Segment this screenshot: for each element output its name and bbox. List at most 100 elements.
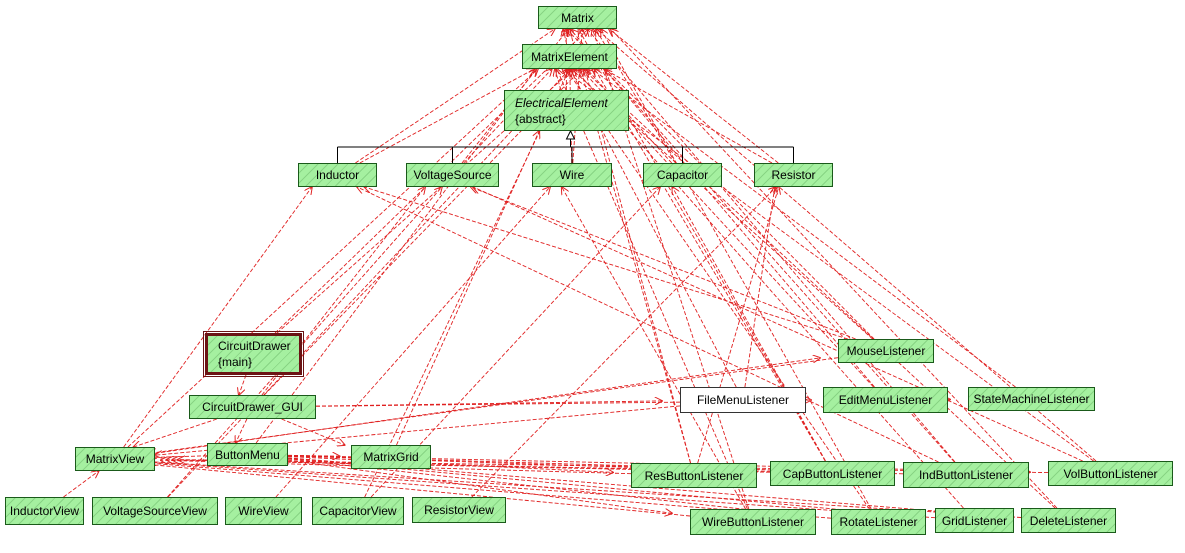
dependency-arrow-capacitor-view-to-matrix-element	[364, 69, 570, 498]
ind-button-listener-class-box[interactable]: IndButtonListener	[903, 462, 1029, 488]
dependency-arrow-delete-listener-to-matrix-element	[583, 69, 1056, 509]
dependency-arrow-edit-menu-listener-to-matrix-element	[581, 69, 874, 388]
cap-button-listener-class-box[interactable]: CapButtonListener	[770, 461, 895, 486]
dependency-arrow-resistor-view-to-resistor	[471, 187, 776, 498]
state-machine-listener-class-name: StateMachineListener	[973, 392, 1090, 406]
dependency-arrow-wire-button-listener-to-matrix-view	[132, 463, 691, 517]
dependency-arrow-button-menu-to-delete-listener	[287, 457, 1003, 517]
dependency-arrow-circuit-drawer-to-circuit-drawer-gui	[239, 374, 247, 395]
dependency-arrow-inductor-view-to-matrix-view	[63, 471, 99, 498]
dependency-arrow-button-menu-to-matrix-element	[255, 69, 536, 444]
wire-class-box[interactable]: Wire	[532, 163, 612, 187]
dependency-arrow-grid-listener-to-matrix-element	[575, 69, 964, 509]
dependency-arrow-vol-button-listener-to-matrix-view	[178, 460, 1049, 474]
state-machine-listener-class-box[interactable]: StateMachineListener	[968, 387, 1095, 411]
dependency-arrow-cap-button-listener-to-capacitor	[672, 187, 826, 462]
inheritance-tree	[337, 129, 794, 163]
vol-button-listener-class-box[interactable]: VolButtonListener	[1048, 461, 1173, 486]
button-menu-class-name: ButtonMenu	[215, 447, 280, 462]
circuit-drawer-stereotype: {main}	[218, 355, 253, 369]
dependency-arrow-grid-listener-to-matrix-view	[144, 462, 936, 519]
resistor-view-class-box[interactable]: ResistorView	[412, 497, 506, 523]
dependency-arrow-ind-button-listener-to-inductor	[357, 187, 939, 463]
dependency-arrow-mouse-listener-to-matrix-view	[149, 357, 839, 454]
dependency-arrow-wire-view-to-wire	[275, 187, 550, 498]
cap-button-listener-class-name: CapButtonListener	[782, 466, 883, 481]
dependency-arrow-matrix-view-to-inductor	[123, 187, 312, 448]
dependency-arrow-circuit-drawer-gui-to-button-menu	[236, 418, 248, 443]
dependency-arrow-voltage-source-view-to-matrix-element	[167, 69, 570, 498]
dependency-arrow-circuit-drawer-gui-to-matrix-grid	[281, 418, 345, 445]
electrical-element-class-box[interactable]: ElectricalElement {abstract}	[504, 90, 629, 131]
dependency-arrow-wire-button-listener-to-matrix-element	[557, 69, 748, 510]
ind-button-listener-class-name: IndButtonListener	[918, 468, 1014, 482]
circuit-drawer-class-box[interactable]: CircuitDrawer {main}	[203, 331, 304, 377]
voltage-source-class-box[interactable]: VoltageSource	[406, 163, 499, 187]
matrix-class-box[interactable]: Matrix	[538, 6, 617, 29]
matrix-grid-class-box[interactable]: MatrixGrid	[351, 445, 431, 469]
grid-listener-class-box[interactable]: GridListener	[935, 508, 1014, 533]
inductor-class-name: Inductor	[315, 168, 360, 182]
voltage-source-view-class-box[interactable]: VoltageSourceView	[92, 497, 218, 525]
mouse-listener-class-box[interactable]: MouseListener	[838, 339, 934, 363]
dependency-arrow-button-menu-to-wire-button-listener	[287, 459, 672, 513]
dependency-arrow-file-menu-listener-to-resistor	[744, 187, 775, 388]
matrix-element-class-box[interactable]: MatrixElement	[522, 44, 617, 69]
dependency-arrow-ind-button-listener-to-matrix	[587, 29, 956, 463]
capacitor-class-name: Capacitor	[656, 168, 709, 182]
voltage-source-class-name: VoltageSource	[413, 168, 492, 182]
resistor-class-name: Resistor	[771, 168, 816, 182]
wire-class-name: Wire	[559, 168, 585, 182]
wire-button-listener-class-name: WireButtonListener	[701, 515, 805, 529]
dependency-arrow-wire-button-listener-to-wire	[562, 187, 746, 510]
wire-button-listener-class-box[interactable]: WireButtonListener	[690, 509, 816, 535]
dependency-arrow-resistor-to-matrix	[609, 29, 779, 164]
matrix-view-class-name: MatrixView	[85, 452, 145, 466]
resistor-class-box[interactable]: Resistor	[754, 163, 833, 187]
edit-menu-listener-class-name: EditMenuListener	[838, 393, 933, 407]
circuit-drawer-gui-class-box[interactable]: CircuitDrawer_GUI	[189, 395, 316, 419]
dependency-arrow-delete-listener-to-matrix	[611, 29, 1058, 509]
matrix-class-name: Matrix	[561, 10, 594, 25]
capacitor-view-class-box[interactable]: CapacitorView	[312, 497, 404, 525]
dependency-arrow-capacitor-view-to-capacitor	[370, 187, 660, 498]
edit-menu-listener-class-box[interactable]: EditMenuListener	[823, 387, 948, 413]
wire-view-class-box[interactable]: WireView	[225, 497, 302, 525]
capacitor-class-box[interactable]: Capacitor	[643, 163, 722, 187]
dependency-arrow-matrix-grid-to-electrical-element	[396, 131, 540, 446]
button-menu-class-box[interactable]: ButtonMenu	[207, 443, 288, 466]
matrix-element-class-name: MatrixElement	[531, 49, 608, 64]
dependency-arrow-matrix-view-to-matrix-element	[127, 69, 538, 448]
dependency-arrow-button-menu-to-res-button-listener	[287, 456, 613, 473]
capacitor-view-class-name: CapacitorView	[319, 504, 397, 518]
dependency-arrow-inductor-to-matrix	[355, 29, 554, 164]
res-button-listener-class-box[interactable]: ResButtonListener	[631, 463, 757, 488]
resistor-view-class-name: ResistorView	[424, 503, 494, 517]
grid-listener-class-name: GridListener	[941, 513, 1008, 528]
dependency-arrow-rotate-listener-to-matrix-view	[138, 462, 832, 519]
dependency-arrow-edit-menu-listener-to-matrix	[570, 29, 875, 388]
inductor-view-class-name: InductorView	[9, 504, 80, 518]
dependency-arrow-circuit-drawer-gui-to-edit-menu-listener	[315, 401, 805, 407]
file-menu-listener-class-name: FileMenuListener	[696, 393, 790, 407]
dependency-arrow-circuit-drawer-gui-to-matrix-view	[134, 418, 217, 447]
dependency-arrow-cap-button-listener-to-matrix-view	[166, 460, 771, 473]
circuit-drawer-class-name: CircuitDrawer	[218, 339, 291, 353]
file-menu-listener-class-box[interactable]: FileMenuListener	[680, 387, 806, 413]
delete-listener-class-box[interactable]: DeleteListener	[1021, 508, 1116, 533]
electrical-element-stereotype: {abstract}	[515, 111, 566, 126]
res-button-listener-class-name: ResButtonListener	[644, 468, 744, 483]
dependency-arrow-delete-listener-to-matrix-view	[149, 462, 1022, 518]
generalization-triangle	[565, 129, 576, 140]
matrix-view-class-box[interactable]: MatrixView	[75, 447, 155, 471]
dependency-arrow-rotate-listener-to-matrix	[601, 29, 872, 510]
rotate-listener-class-box[interactable]: RotateListener	[831, 509, 926, 535]
dependency-arrow-vol-button-listener-to-voltage-source	[473, 187, 1083, 462]
dependency-arrow-state-machine-listener-to-matrix-element	[592, 69, 1016, 388]
wire-view-class-name: WireView	[238, 504, 289, 518]
delete-listener-class-name: DeleteListener	[1029, 513, 1108, 528]
inductor-class-box[interactable]: Inductor	[298, 163, 377, 187]
inductor-view-class-box[interactable]: InductorView	[5, 497, 84, 525]
dependency-arrow-rotate-listener-to-matrix-element	[566, 69, 870, 510]
